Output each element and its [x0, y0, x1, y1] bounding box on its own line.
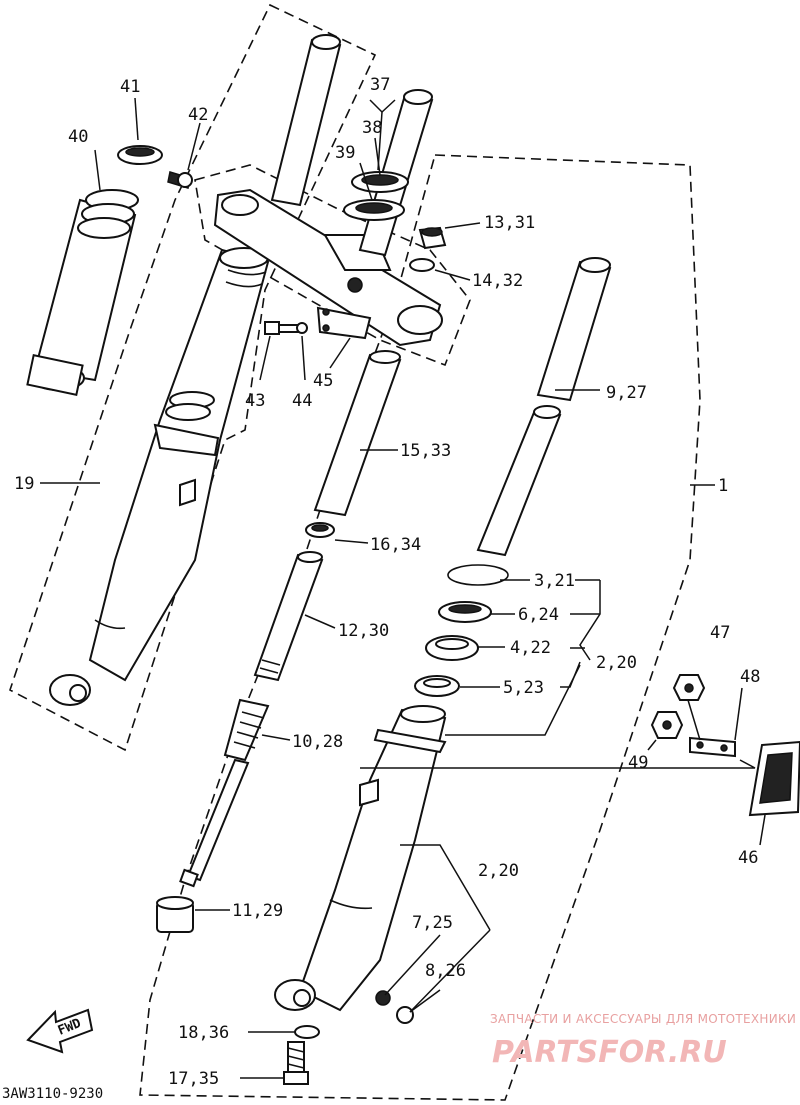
diagram-code: 3AW3110-9230: [2, 1086, 103, 1102]
label-p8-26: 8,26: [425, 961, 466, 981]
label-p19: 19: [14, 474, 34, 494]
watermark-tagline: ЗАПЧАСТИ И АКСЕССУАРЫ ДЛЯ МОТОТЕХНИКИ: [490, 1012, 796, 1026]
leader-lines: [40, 97, 766, 1079]
bolt-8-26: [396, 1006, 414, 1024]
label-p2-20-upper: 2,20: [596, 653, 637, 673]
label-p16-34: 16,34: [370, 535, 421, 555]
dust-boot-40: [26, 189, 139, 397]
label-p3-21: 3,21: [534, 571, 575, 591]
oil-lock-piece-11-29: [156, 896, 194, 933]
bolt-17-35: [283, 1041, 309, 1085]
label-p43: 43: [245, 391, 265, 411]
under-bracket: [213, 188, 443, 347]
circlip-3-21: [447, 564, 509, 586]
label-p41: 41: [120, 77, 140, 97]
left-outer-tube: [49, 247, 270, 706]
label-p17-35: 17,35: [168, 1069, 219, 1089]
fwd-arrow: FWD: [26, 1008, 94, 1054]
bushing-5-23: [414, 675, 460, 697]
label-p14-32: 14,32: [472, 271, 523, 291]
washer-4-22: [425, 635, 479, 661]
screw-42: [167, 171, 193, 189]
label-p46: 46: [738, 848, 758, 868]
washer-14-32: [409, 258, 435, 272]
label-p2-20-lower: 2,20: [478, 861, 519, 881]
left-inner-tube-upper: [270, 34, 342, 207]
oil-seal-6-24: [438, 601, 492, 623]
label-p49: 49: [628, 753, 648, 773]
washer-44: [296, 322, 308, 334]
bracket-48: [689, 736, 736, 758]
label-p38: 38: [362, 118, 382, 138]
damper-10-28: [179, 698, 270, 888]
label-p47: 47: [710, 623, 730, 643]
damper-rod-15-33: [313, 350, 402, 517]
bolt-43: [264, 321, 300, 335]
label-p48: 48: [740, 667, 760, 687]
label-p7-25: 7,25: [412, 913, 453, 933]
label-p6-24: 6,24: [518, 605, 559, 625]
label-p42: 42: [188, 105, 208, 125]
bolt-49: [650, 711, 684, 739]
label-p11-29: 11,29: [232, 901, 283, 921]
outer-tube-2-20: [274, 705, 447, 1012]
nut-47: [672, 674, 706, 701]
reflector-46: [748, 740, 800, 817]
drain-screw-7-25: [375, 990, 391, 1006]
label-p44: 44: [292, 391, 312, 411]
washer-16-34: [305, 522, 335, 538]
spring-12-30: [253, 551, 324, 682]
right-fork-assembly-outline: [139, 154, 701, 1101]
label-p1: 1: [718, 476, 728, 496]
label-p12-30: 12,30: [338, 621, 389, 641]
washer-18-36: [294, 1025, 320, 1039]
label-p5-23: 5,23: [503, 678, 544, 698]
label-p45: 45: [313, 371, 333, 391]
label-p13-31: 13,31: [484, 213, 535, 233]
label-p37: 37: [370, 75, 390, 95]
label-p4-22: 4,22: [510, 638, 551, 658]
clip-41: [117, 145, 163, 165]
clamp-45: [316, 306, 372, 340]
left-fork-assembly-outline: [9, 3, 377, 752]
label-p40: 40: [68, 127, 88, 147]
label-p9-27: 9,27: [606, 383, 647, 403]
inner-tube-9-27: [476, 257, 612, 557]
bolt-13-31: [418, 226, 447, 250]
watermark-logo: PARTSFOR.RU: [492, 1035, 727, 1070]
label-p10-28: 10,28: [292, 732, 343, 752]
label-p39: 39: [335, 143, 355, 163]
label-p18-36: 18,36: [178, 1023, 229, 1043]
label-p15-33: 15,33: [400, 441, 451, 461]
